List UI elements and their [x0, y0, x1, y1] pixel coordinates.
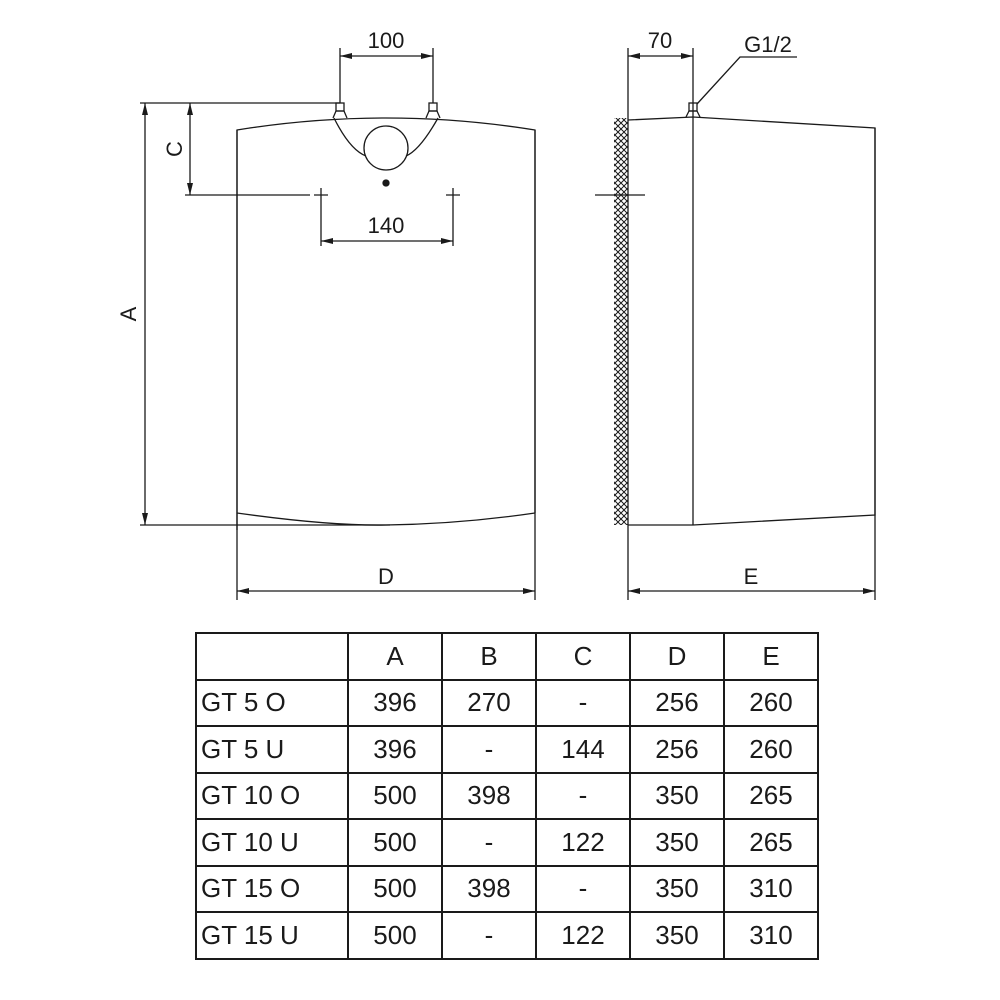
dim-a-label: A [116, 306, 141, 321]
cell: 256 [629, 678, 725, 727]
model-cell: GT 5 U [195, 725, 349, 774]
cell: 350 [629, 818, 725, 867]
cell: 256 [629, 725, 725, 774]
cell: 500 [347, 911, 443, 960]
cell: 350 [629, 864, 725, 913]
cell: 122 [535, 911, 631, 960]
cell: 396 [347, 678, 443, 727]
cell: 260 [723, 725, 819, 774]
cell: 398 [441, 771, 537, 820]
cell: - [441, 818, 537, 867]
model-cell: GT 10 O [195, 771, 349, 820]
model-cell: GT 15 U [195, 911, 349, 960]
cell: - [441, 725, 537, 774]
model-cell: GT 5 O [195, 678, 349, 727]
cell: 310 [723, 864, 819, 913]
cell: - [535, 771, 631, 820]
cell: 350 [629, 911, 725, 960]
dim-mount-spacing: 140 [368, 213, 405, 238]
cell: 310 [723, 911, 819, 960]
header-cell: E [723, 632, 819, 681]
dim-wall-offset: 70 [648, 28, 672, 53]
cell: 500 [347, 864, 443, 913]
dim-e-label: E [744, 564, 759, 589]
cell: - [441, 911, 537, 960]
cell: - [535, 864, 631, 913]
header-cell: D [629, 632, 725, 681]
header-cell: A [347, 632, 443, 681]
cell: 265 [723, 818, 819, 867]
dim-thread: G1/2 [744, 32, 792, 57]
table-header-row: A B C D E [195, 632, 819, 681]
cell: 265 [723, 771, 819, 820]
header-cell [195, 632, 349, 681]
cell: 144 [535, 725, 631, 774]
cell: - [535, 678, 631, 727]
dim-inlet-spacing: 100 [368, 28, 405, 53]
dim-d-label: D [378, 564, 394, 589]
thermostat-knob [363, 125, 409, 171]
technical-drawing: 100 140 70 G1/2 D E A C [116, 28, 876, 600]
cell: 398 [441, 864, 537, 913]
model-cell: GT 15 O [195, 864, 349, 913]
cell: 270 [441, 678, 537, 727]
wall-hatch [614, 118, 628, 525]
model-cell: GT 10 U [195, 818, 349, 867]
header-cell: C [535, 632, 631, 681]
cell: 396 [347, 725, 443, 774]
cell: 350 [629, 771, 725, 820]
cell: 122 [535, 818, 631, 867]
cell: 500 [347, 771, 443, 820]
dim-c-label: C [162, 141, 187, 157]
header-cell: B [441, 632, 537, 681]
side-view-body [627, 116, 876, 526]
cell: 260 [723, 678, 819, 727]
cell: 500 [347, 818, 443, 867]
